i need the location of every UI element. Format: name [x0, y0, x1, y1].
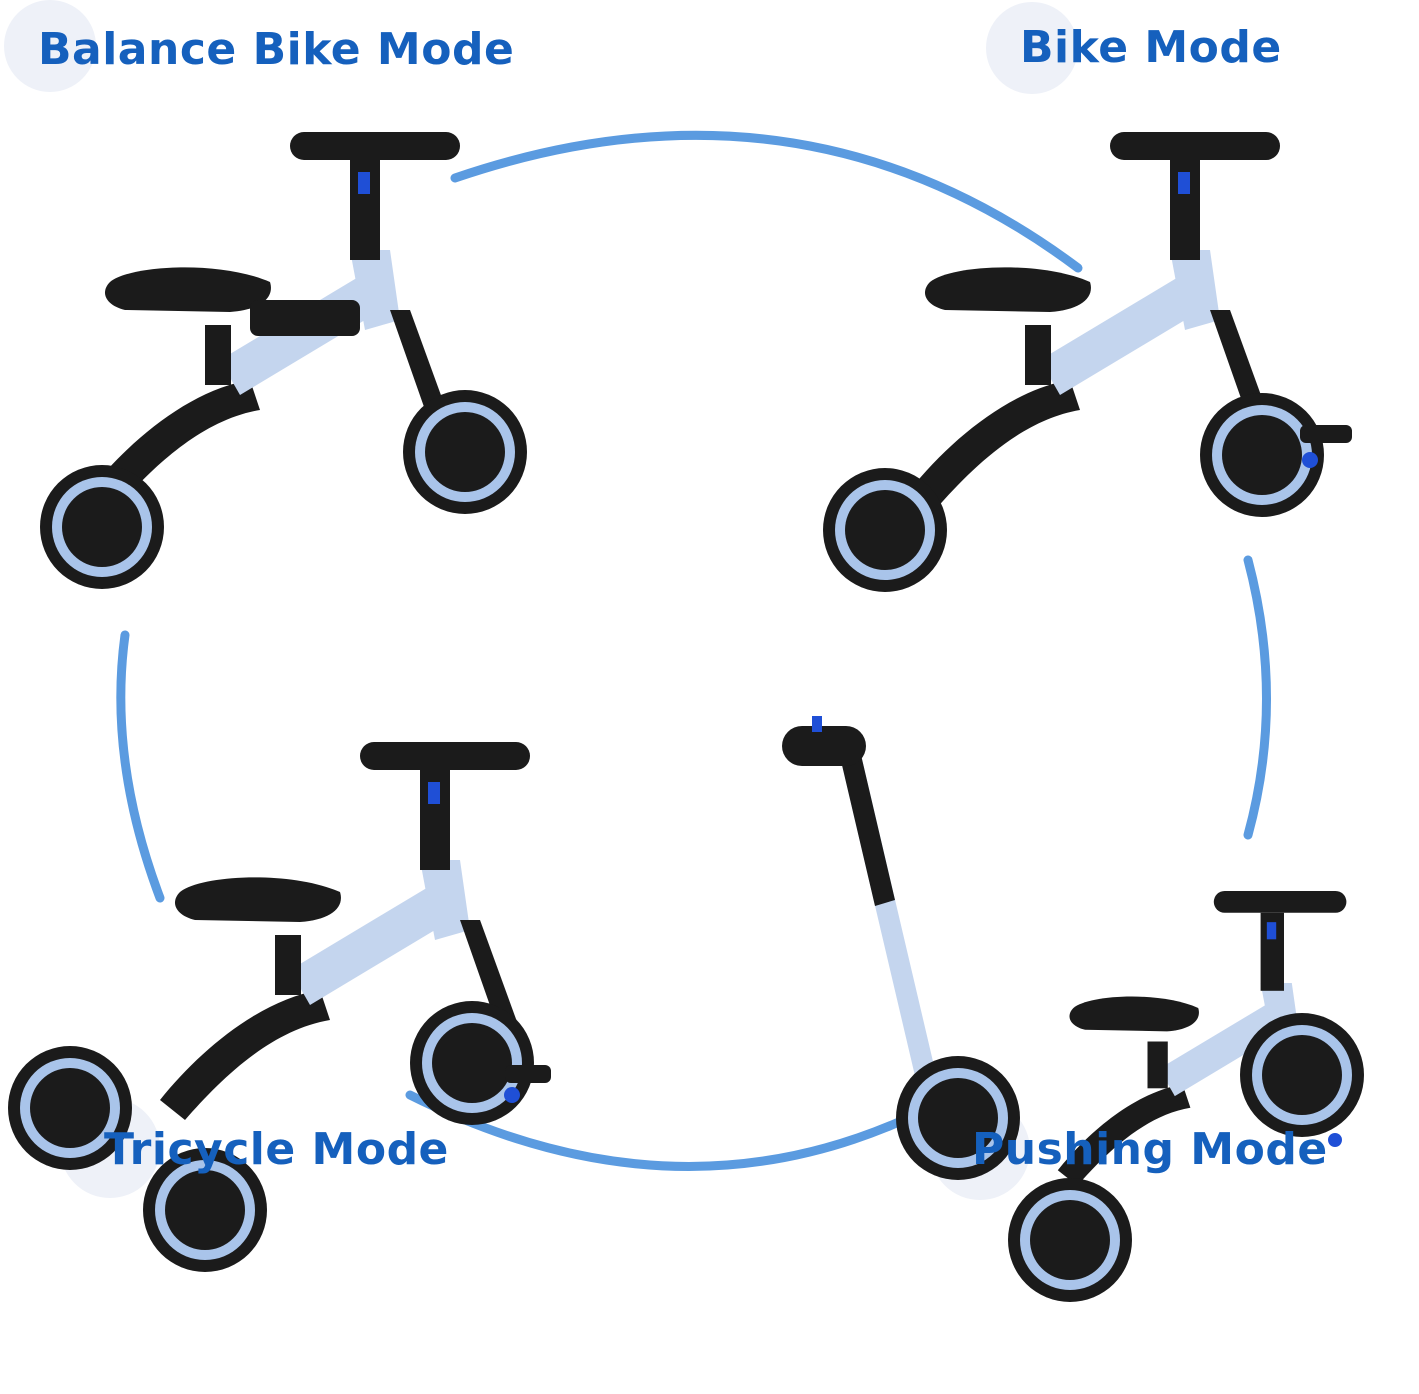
arc-left: [116, 630, 165, 903]
pushing-mode-label: Pushing Mode: [972, 1124, 1328, 1175]
arc-top: [450, 130, 1083, 273]
balance-bike-photo: [40, 132, 527, 589]
tricycle-mode-label: Tricycle Mode: [104, 1124, 449, 1175]
balance-bike-mode-label: Balance Bike Mode: [38, 24, 515, 75]
tricycle-photo: [8, 742, 551, 1272]
bike-mode-label: Bike Mode: [1020, 22, 1282, 73]
arc-right: [1243, 555, 1271, 840]
label-bubble-balance: [4, 0, 96, 92]
push-trike-photo: [782, 716, 1364, 1302]
pedal-bike-photo: [823, 132, 1352, 592]
label-bubble-bike: [986, 2, 1078, 94]
arc-bottom: [405, 1090, 930, 1171]
